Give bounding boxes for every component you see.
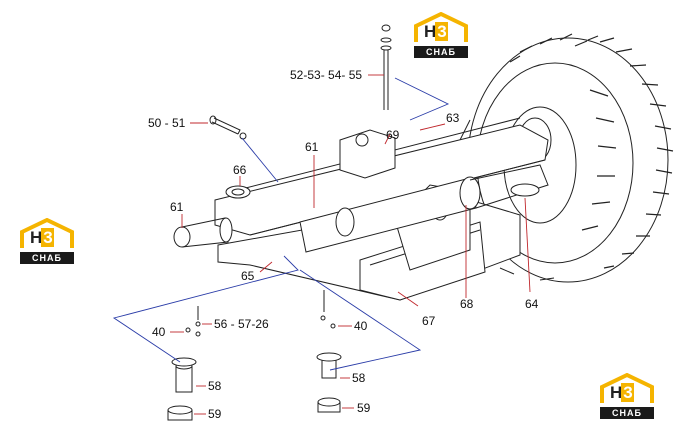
hydraulic-cylinder-drawing [299,164,549,253]
label-66: 66 [233,163,247,177]
label-40-left: 40 [152,325,166,339]
label-50-51: 50 - 51 [148,116,186,130]
label-61-top: 61 [305,140,319,154]
base-frame-drawing [217,184,521,301]
spindle-drawing [173,217,233,248]
callout-lines [170,74,531,415]
label-64: 64 [525,297,539,311]
kingpin-right-drawing [316,290,342,413]
label-63: 63 [446,111,460,125]
label-69: 69 [386,128,400,142]
logo-mark-left: H [424,22,436,41]
label-58-right: 58 [352,371,366,385]
logo-roof-icon [414,12,468,42]
logo-mark-right: 3 [41,228,54,247]
logo-roof-icon [20,218,74,248]
pin-drawing [225,183,540,199]
label-68: 68 [460,297,474,311]
label-56-57-26: 56 - 57-26 [214,317,269,331]
bolt-drawing [209,115,247,140]
logo-roof-icon [600,373,654,403]
logo-band: СНАБ [414,46,468,58]
label-59-left: 59 [208,407,222,421]
leader-lines [112,77,450,371]
label-52-55: 52-53- 54- 55 [290,68,363,82]
logo-mark-right: 3 [435,22,448,41]
label-61-left: 61 [170,200,184,214]
logo-mark-left: H [30,228,42,247]
label-67: 67 [422,314,436,328]
logo-band: СНАБ [20,252,74,264]
label-58-left: 58 [208,379,222,393]
logo-mark-right: 3 [621,383,634,402]
logo-mark-left: H [610,383,622,402]
vertical-bolt-drawing [380,24,392,110]
kingpin-left-drawing [167,306,201,421]
label-59-right: 59 [357,401,371,415]
label-40-right: 40 [354,319,368,333]
logo-band: СНАБ [600,407,654,419]
upper-rod-drawing [214,117,549,236]
label-65: 65 [241,269,255,283]
